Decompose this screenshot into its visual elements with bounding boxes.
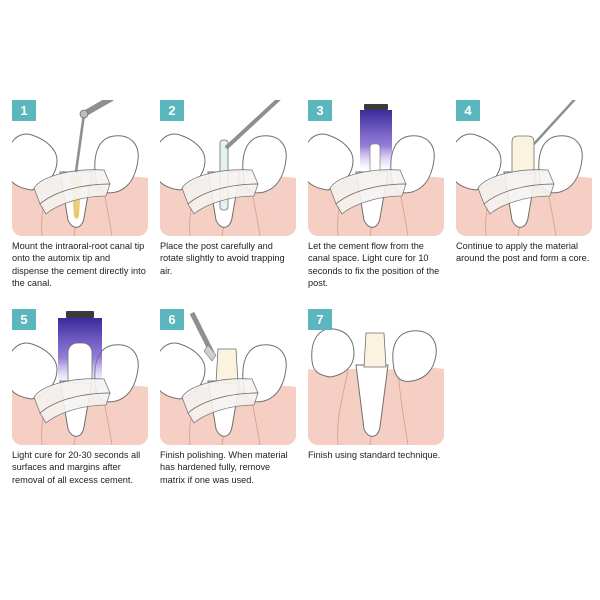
step-2-badge: 2 [160, 100, 184, 121]
step-4-illustration: 4 [456, 100, 592, 236]
step-4-caption: Continue to apply the material around th… [456, 241, 590, 264]
step-3-badge: 3 [308, 100, 332, 121]
curing-light-icon [308, 100, 444, 236]
step-6-badge: 6 [160, 309, 184, 330]
automix-syringe-icon [12, 100, 148, 236]
step-5: 5 Light cure for 20-30 seconds all surfa… [12, 309, 148, 486]
step-5-badge: 5 [12, 309, 36, 330]
step-5-illustration: 5 [12, 309, 148, 445]
step-6-caption: Finish polishing. When material has hard… [160, 450, 288, 485]
step-1: 1 Mount the intraoral-root canal tip ont… [12, 100, 148, 290]
step-6: 6 Finish polishing. When material has ha… [160, 309, 296, 486]
curing-light-icon [12, 309, 148, 445]
step-4: 4 Continue to apply the material around … [456, 100, 592, 265]
step-5-caption: Light cure for 20-30 seconds all surface… [12, 450, 141, 485]
step-2-illustration: 2 [160, 100, 296, 236]
step-3-caption: Let the cement flow from the canal space… [308, 241, 440, 289]
step-4-badge: 4 [456, 100, 480, 121]
core-buildup-icon [456, 100, 592, 236]
step-6-illustration: 6 [160, 309, 296, 445]
step-7-illustration: 7 [308, 309, 444, 445]
step-1-illustration: 1 [12, 100, 148, 236]
step-2: 2 Place the post carefully and rotate sl… [160, 100, 296, 277]
step-7-badge: 7 [308, 309, 332, 330]
step-1-caption: Mount the intraoral-root canal tip onto … [12, 241, 146, 289]
step-7: 7 Finish using standard technique. [308, 309, 444, 461]
step-3: 3 Let the cement flow from the canal spa… [308, 100, 444, 290]
step-7-caption: Finish using standard technique. [308, 450, 441, 460]
finished-core-icon [308, 309, 444, 445]
step-1-badge: 1 [12, 100, 36, 121]
polishing-bur-icon [160, 309, 296, 445]
step-3-illustration: 3 [308, 100, 444, 236]
step-2-caption: Place the post carefully and rotate slig… [160, 241, 285, 276]
post-insertion-icon [160, 100, 296, 236]
